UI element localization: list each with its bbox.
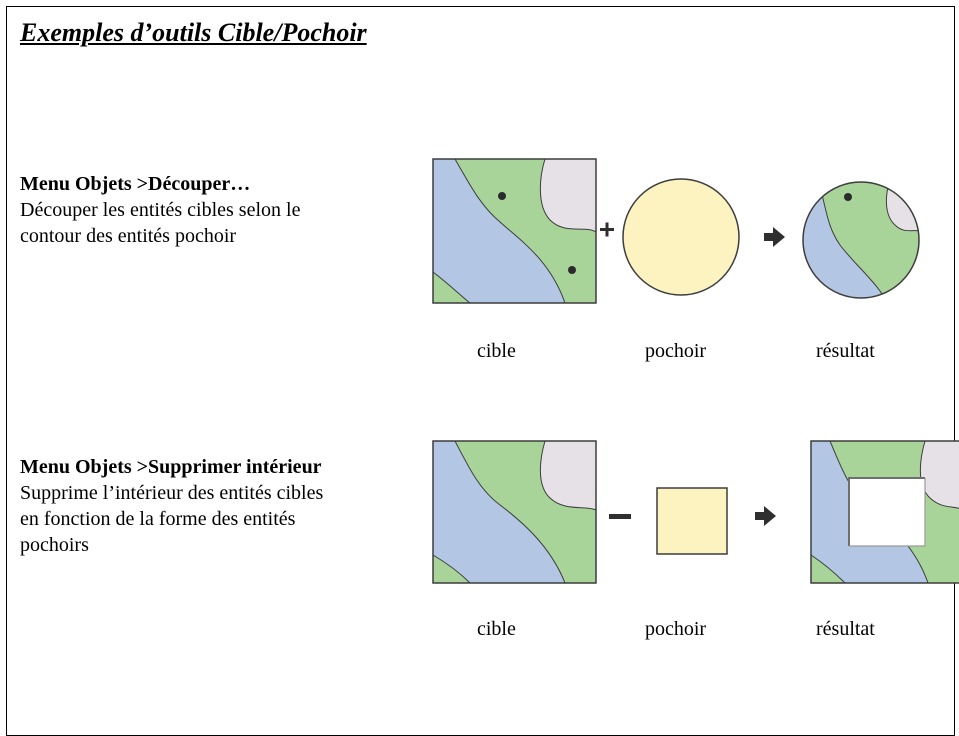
map-land-corner	[433, 271, 471, 303]
map-point	[498, 192, 506, 200]
section-clip-heading: Menu Objets >Découper…	[20, 173, 251, 195]
erase-hole	[849, 478, 925, 546]
map-river-blue	[433, 159, 566, 303]
erase-target-map	[432, 440, 597, 584]
section-erase-desc-line-3: pochoirs	[20, 534, 89, 556]
plus-icon	[600, 222, 614, 237]
arrow-right-icon	[755, 506, 776, 526]
section-erase-desc-line-2: en fonction de la forme des entités	[20, 508, 296, 530]
map-grey-zone	[539, 159, 596, 233]
clip-label-stencil: pochoir	[645, 340, 707, 362]
erase-stencil-square	[656, 487, 728, 555]
section-clip-desc-line-2: contour des entités pochoir	[20, 225, 237, 247]
arrow-right-icon	[764, 227, 785, 247]
erase-label-stencil: pochoir	[645, 618, 707, 640]
erase-label-result: résultat	[816, 618, 875, 640]
clip-label-target: cible	[477, 340, 516, 362]
clip-label-result: résultat	[816, 340, 875, 362]
page-title: Exemples d’outils Cible/Pochoir	[20, 18, 367, 47]
section-clip-text: Menu Objets >Découper… Découper les enti…	[20, 171, 300, 249]
section-erase-desc-line-1: Supprime l’intérieur des entités cibles	[20, 482, 324, 504]
map-point	[844, 193, 852, 201]
map-point	[568, 266, 576, 274]
clip-result-map	[802, 181, 920, 299]
erase-result-map	[810, 440, 959, 584]
clip-stencil-circle	[622, 178, 740, 296]
clip-target-map	[432, 158, 597, 304]
minus-icon	[609, 514, 631, 519]
section-erase-text: Menu Objets >Supprimer intérieur Supprim…	[20, 454, 323, 558]
section-clip-desc-line-1: Découper les entités cibles selon le	[20, 199, 301, 221]
erase-label-target: cible	[477, 618, 516, 640]
section-erase-heading: Menu Objets >Supprimer intérieur	[20, 456, 322, 478]
